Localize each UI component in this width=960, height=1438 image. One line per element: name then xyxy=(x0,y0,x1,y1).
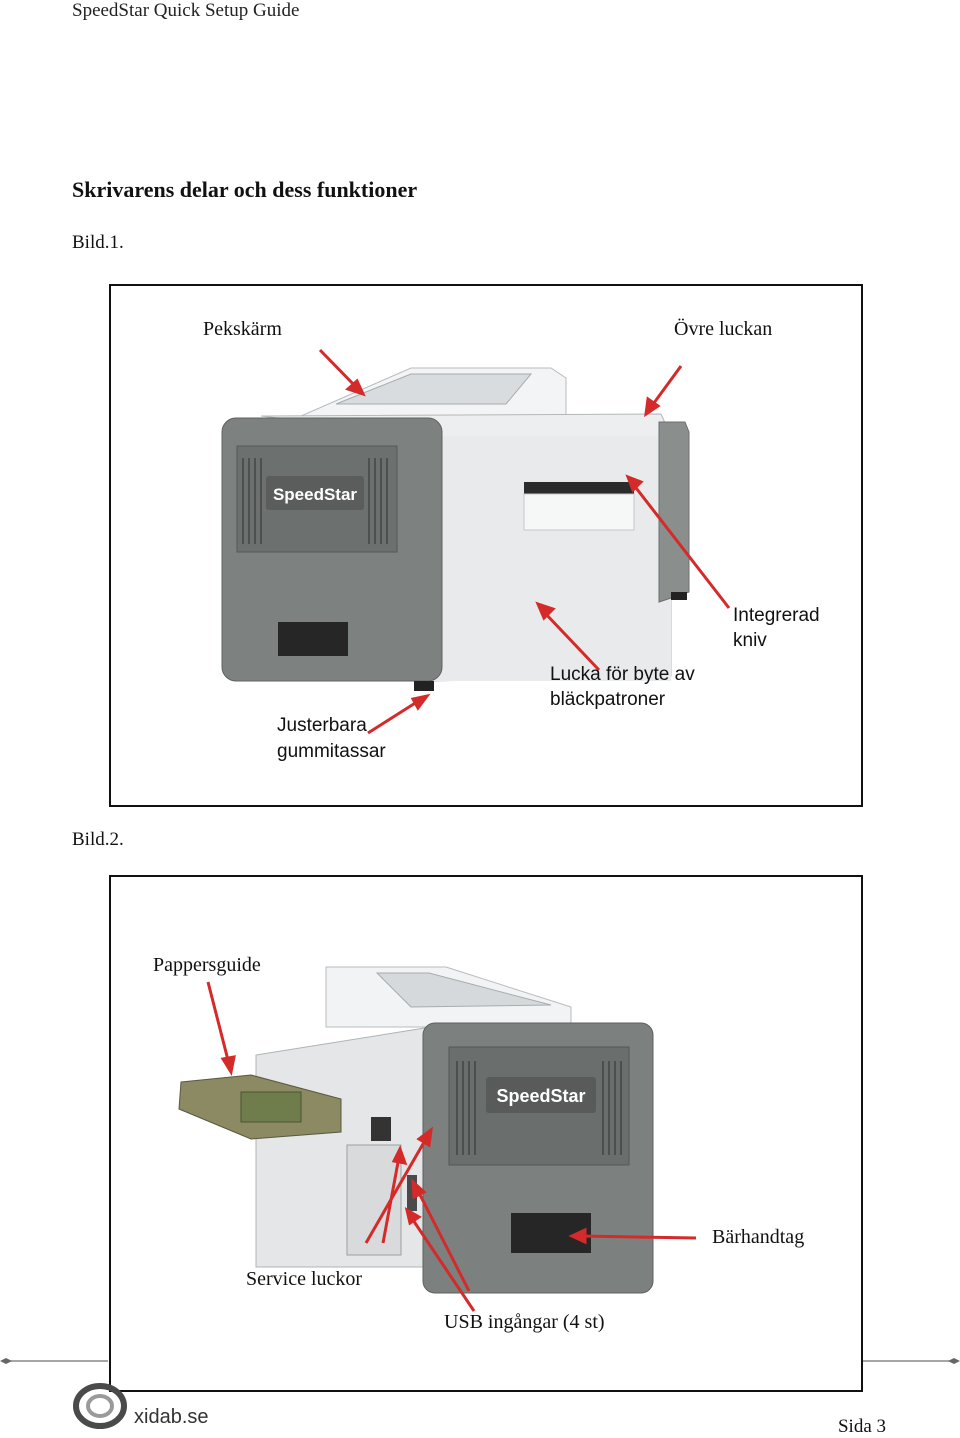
logo-text: xidab.se xyxy=(134,1406,209,1428)
rubber-foot xyxy=(414,681,434,691)
brand-plate xyxy=(266,476,364,510)
label-service-doors: Service luckor xyxy=(246,1268,363,1290)
label-feet-1: Justerbara xyxy=(277,715,367,736)
figure2-frame: SpeedStar Pappersguide Bärhandtag Servic… xyxy=(109,875,863,1392)
brand-plate-text: SpeedStar xyxy=(273,485,357,504)
printer-side-illustration: SpeedStar xyxy=(178,966,697,1312)
brand-plate-text-2: SpeedStar xyxy=(496,1086,585,1106)
label-touchscreen: Pekskärm xyxy=(203,318,282,340)
figure1-arrows xyxy=(318,348,731,735)
label-paper-guide: Pappersguide xyxy=(153,954,261,976)
figure1-caption: Bild.1. xyxy=(72,232,124,253)
label-usb-ports: USB ingångar (4 st) xyxy=(444,1311,605,1333)
brand-plate-2 xyxy=(486,1077,596,1113)
document-header: SpeedStar Quick Setup Guide xyxy=(72,0,300,21)
label-top-cover: Övre luckan xyxy=(674,318,773,340)
usb-ports xyxy=(407,1175,417,1211)
vent-grille xyxy=(242,458,388,544)
rubber-foot-right xyxy=(671,592,687,600)
label-cutter-1: Integrerad xyxy=(733,605,820,626)
label-carry-handle: Bärhandtag xyxy=(712,1226,805,1248)
logo-swirl-icon xyxy=(73,1383,127,1429)
label-ink-door-1: Lucka för byte av xyxy=(550,664,695,685)
figure2-arrows xyxy=(206,981,697,1312)
footer-divider xyxy=(0,1358,960,1364)
section-heading: Skrivarens delar och dess funktioner xyxy=(72,177,418,202)
vent-grille-2 xyxy=(456,1061,622,1155)
side-switch xyxy=(371,1117,391,1141)
figure1-frame: SpeedStar Pekskärm Övre luckan Integrera… xyxy=(109,284,863,807)
label-feet-2: gummitassar xyxy=(277,741,386,762)
front-handle-slot xyxy=(278,622,348,656)
page-number: Sida 3 xyxy=(837,1416,886,1437)
xidab-logo: xidab.se xyxy=(72,1372,212,1434)
label-cutter-2: kniv xyxy=(733,630,767,651)
printer-front-illustration: SpeedStar xyxy=(221,348,731,735)
figure2-caption: Bild.2. xyxy=(72,829,124,850)
label-ink-door-2: bläckpatroner xyxy=(550,689,666,710)
